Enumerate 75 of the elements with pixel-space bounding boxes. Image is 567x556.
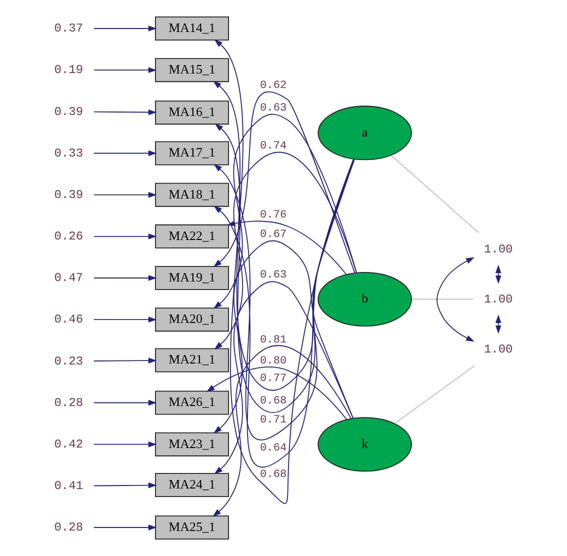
node-box: MA17_1: [155, 141, 229, 166]
arrow: [93, 192, 157, 198]
node-box: MA18_1: [155, 182, 229, 207]
arrow: [212, 345, 352, 517]
arrow: [436, 257, 474, 342]
arrow: [213, 80, 355, 391]
node-text: 0.19: [54, 63, 84, 78]
connector: [394, 365, 475, 424]
arrow: [93, 109, 157, 116]
node-box: MA16_1: [155, 100, 229, 125]
arrow: [214, 281, 354, 474]
edge-label: 0.80: [260, 356, 287, 368]
edge-label: 0.64: [260, 442, 287, 454]
arrow: [495, 264, 502, 284]
node-box: MA20_1: [155, 308, 229, 332]
node-box: MA19_1: [155, 266, 229, 290]
edge-label: 0.63: [260, 102, 287, 114]
edge-label: 0.68: [260, 469, 287, 482]
arrow: [214, 124, 355, 414]
arrow: [93, 150, 157, 156]
node-text: 0.33: [54, 146, 84, 160]
node-box: MA22_1: [155, 224, 229, 248]
arrow: [93, 524, 157, 530]
node-text: 0.46: [54, 312, 84, 327]
node-text: 0.47: [54, 271, 84, 286]
node-text: 0.41: [54, 479, 84, 494]
node-text: 1.00: [484, 342, 513, 356]
edge-label: 0.67: [260, 228, 287, 241]
arrow: [213, 92, 356, 274]
arrow: [206, 366, 348, 420]
edge-label: 0.71: [260, 414, 287, 427]
node-text: 0.42: [54, 437, 84, 452]
arrow: [495, 314, 502, 334]
node-box: MA15_1: [155, 58, 229, 82]
arrow: [213, 240, 354, 434]
node-box: MA21_1: [155, 348, 229, 372]
edge-label: 0.68: [260, 395, 287, 408]
arrow: [93, 67, 157, 73]
node-box: MA25_1: [155, 516, 229, 540]
node-text: 0.26: [54, 230, 84, 244]
node-ellipse: a: [318, 106, 412, 160]
node-ellipse: b: [318, 272, 412, 327]
node-box: MA23_1: [155, 432, 229, 456]
edge-label: 0.76: [260, 210, 287, 222]
node-box: MA26_1: [155, 390, 229, 415]
node-text: 0.28: [54, 520, 84, 535]
edge-label: 0.62: [260, 80, 287, 92]
arrow: [93, 482, 157, 488]
node-text: 0.39: [54, 188, 84, 202]
arrow: [93, 275, 157, 281]
node-box: MA14_1: [155, 16, 229, 40]
arrow: [93, 234, 157, 240]
arrow: [93, 358, 157, 364]
node-text: 1.00: [484, 292, 513, 306]
arrow: [93, 316, 157, 322]
arrow: [226, 220, 347, 275]
edge-label: 0.77: [260, 373, 287, 386]
edge-label: 0.74: [260, 140, 287, 152]
arrow: [213, 114, 358, 309]
node-text: 0.39: [54, 104, 84, 119]
node-text: 0.37: [54, 22, 84, 36]
connector: [390, 154, 479, 234]
node-text: 0.28: [54, 396, 84, 410]
arrow: [93, 441, 157, 448]
arrow: [93, 400, 157, 406]
node-text: 0.23: [54, 354, 84, 368]
node-box: MA24_1: [155, 472, 229, 498]
connector: [411, 298, 474, 300]
arrow: [214, 152, 357, 350]
node-text: 1.00: [484, 242, 513, 256]
edge-label: 0.63: [260, 270, 287, 282]
arrow: [93, 26, 157, 32]
node-ellipse: k: [318, 417, 412, 472]
edge-label: 0.81: [260, 334, 287, 346]
arrow: [214, 39, 354, 504]
